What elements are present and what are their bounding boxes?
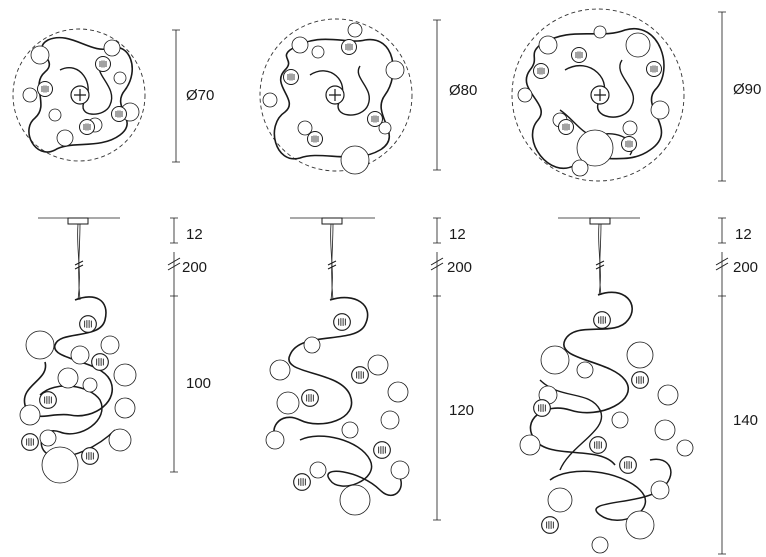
canopy-icon	[67, 217, 89, 225]
side-view-model-1: 12 200 100	[19, 217, 211, 484]
canopy-dimension-line	[718, 217, 726, 244]
bulb-icon	[646, 61, 662, 77]
bulb-icon	[558, 119, 574, 135]
break-mark-icon	[167, 257, 181, 271]
bulb-icon	[333, 313, 351, 331]
wire-loop-2	[549, 458, 672, 521]
wire-loop-inner	[59, 64, 113, 115]
center-cross-icon	[325, 85, 345, 105]
wire-loop	[525, 27, 665, 169]
body-height-label: 140	[733, 412, 758, 429]
cable-length-label: 200	[182, 259, 207, 276]
wire-loop-inner	[309, 65, 371, 116]
outline-circle	[259, 18, 413, 172]
bulb-icon	[39, 391, 57, 409]
body-dimension-line	[170, 296, 178, 473]
center-cross-icon	[70, 85, 90, 105]
bulb-icon	[631, 371, 649, 389]
bulb-icon	[341, 39, 357, 55]
wire-loop-2	[299, 435, 402, 496]
canopy-dimension-line	[433, 217, 441, 244]
top-view-model-2: Ø80	[259, 18, 477, 175]
wire-loop-inner	[564, 59, 635, 118]
bulb-icon	[373, 441, 391, 459]
diameter-dimension-line	[718, 11, 726, 182]
bulb-icon	[619, 456, 637, 474]
bulb-icon	[91, 353, 109, 371]
bulb-icon	[533, 63, 549, 79]
top-view-model-3: Ø90	[511, 8, 761, 182]
bulb-icon	[589, 436, 607, 454]
bulb-icon	[307, 131, 323, 147]
wire-loop-3	[539, 379, 603, 471]
cable-length-label: 200	[733, 259, 758, 276]
bulb-icon	[79, 315, 97, 333]
bulb-icon	[293, 473, 311, 491]
diameter-dimension-line	[433, 19, 441, 171]
break-mark-icon	[595, 260, 605, 270]
bulb-icon	[593, 311, 611, 329]
bulb-icon	[541, 516, 559, 534]
bulb-icon	[301, 389, 319, 407]
center-cross-icon	[590, 85, 610, 105]
diameter-label: Ø70	[186, 87, 214, 104]
bulb-icon	[621, 136, 637, 152]
bulb-icon	[533, 399, 551, 417]
bulb-icon	[79, 119, 95, 135]
break-mark-icon	[430, 257, 444, 271]
diameter-label: Ø90	[733, 81, 761, 98]
bulb-icon	[21, 433, 39, 451]
canopy-height-label: 12	[735, 226, 752, 243]
canopy-icon	[589, 217, 611, 225]
bulb-icon	[351, 366, 369, 384]
break-mark-icon	[327, 260, 337, 270]
wire-loop	[529, 291, 633, 466]
diameter-dimension-line	[172, 29, 180, 163]
canopy-icon	[321, 217, 343, 225]
body-height-label: 120	[449, 402, 474, 419]
outline-circle	[511, 8, 685, 182]
side-view-model-2: 12 200 120	[265, 217, 474, 521]
bulb-icon	[111, 106, 127, 122]
bulb-icon	[283, 69, 299, 85]
bulb-icon	[37, 81, 53, 97]
break-mark-icon	[74, 260, 84, 270]
side-view-model-3: 12 200 140	[519, 217, 758, 555]
wire-loop	[273, 296, 369, 446]
body-height-label: 100	[186, 375, 211, 392]
bulb-icon	[95, 56, 111, 72]
wire-loop	[23, 296, 113, 418]
diameter-label: Ø80	[449, 82, 477, 99]
body-dimension-line	[433, 296, 441, 521]
outline-circle	[12, 28, 146, 162]
body-dimension-line	[718, 296, 726, 555]
canopy-height-label: 12	[449, 226, 466, 243]
canopy-height-label: 12	[186, 226, 203, 243]
cable-length-label: 200	[447, 259, 472, 276]
canopy-dimension-line	[170, 217, 178, 244]
bulb-icon	[571, 47, 587, 63]
break-mark-icon	[715, 257, 729, 271]
bulb-icon	[81, 447, 99, 465]
bulb-icon	[367, 111, 383, 127]
top-view-model-1: Ø70	[12, 28, 214, 163]
